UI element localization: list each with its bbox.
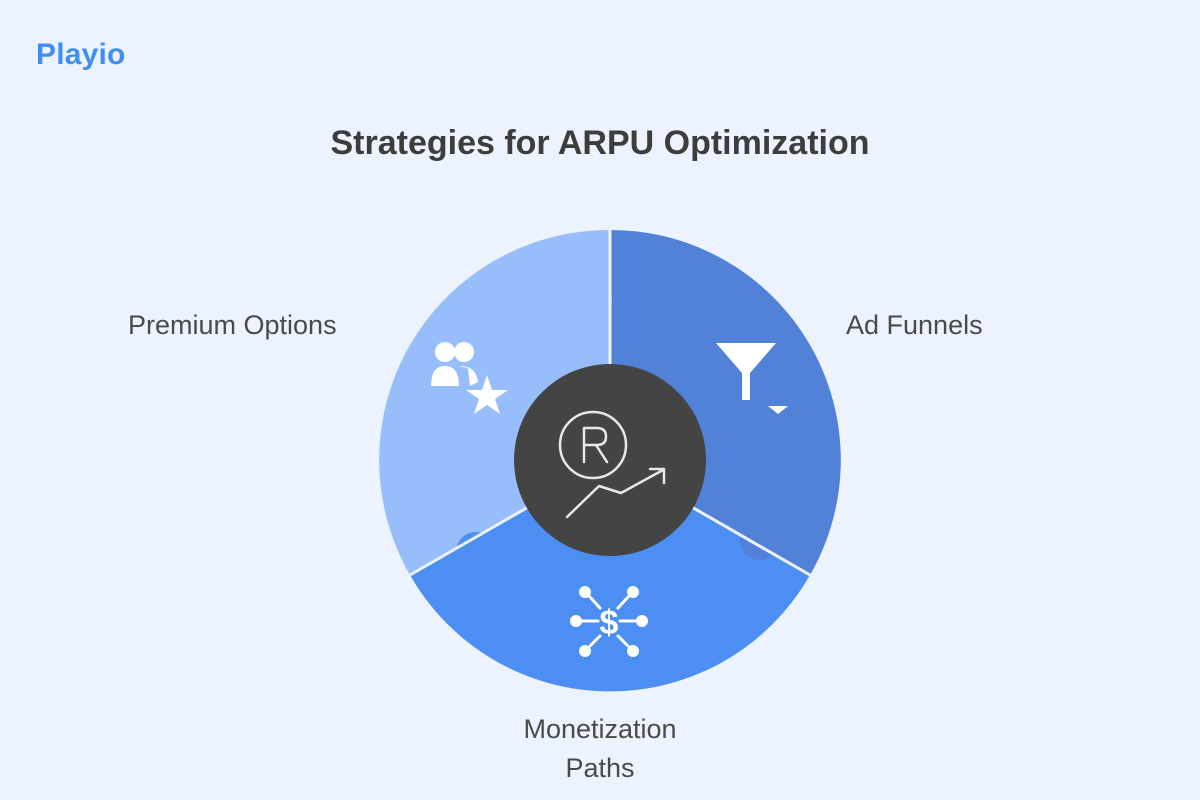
center-hub bbox=[514, 364, 706, 556]
diagram-title: Strategies for ARPU Optimization bbox=[330, 124, 870, 162]
puzzle-knob-right bbox=[740, 520, 780, 560]
users-star-icon bbox=[431, 342, 508, 414]
svg-text:$: $ bbox=[600, 604, 619, 642]
rand-growth-icon bbox=[558, 410, 666, 519]
puzzle-knob-top bbox=[572, 280, 612, 320]
dollar-network-icon: $ bbox=[570, 586, 648, 657]
label-ad-funnels: Ad Funnels bbox=[846, 310, 983, 340]
label-monetization-paths: Monetization Paths bbox=[523, 714, 677, 783]
brand-logo: Playio bbox=[36, 38, 126, 71]
funnel-icon bbox=[716, 343, 788, 414]
label-premium-options: Premium Options bbox=[128, 310, 337, 340]
